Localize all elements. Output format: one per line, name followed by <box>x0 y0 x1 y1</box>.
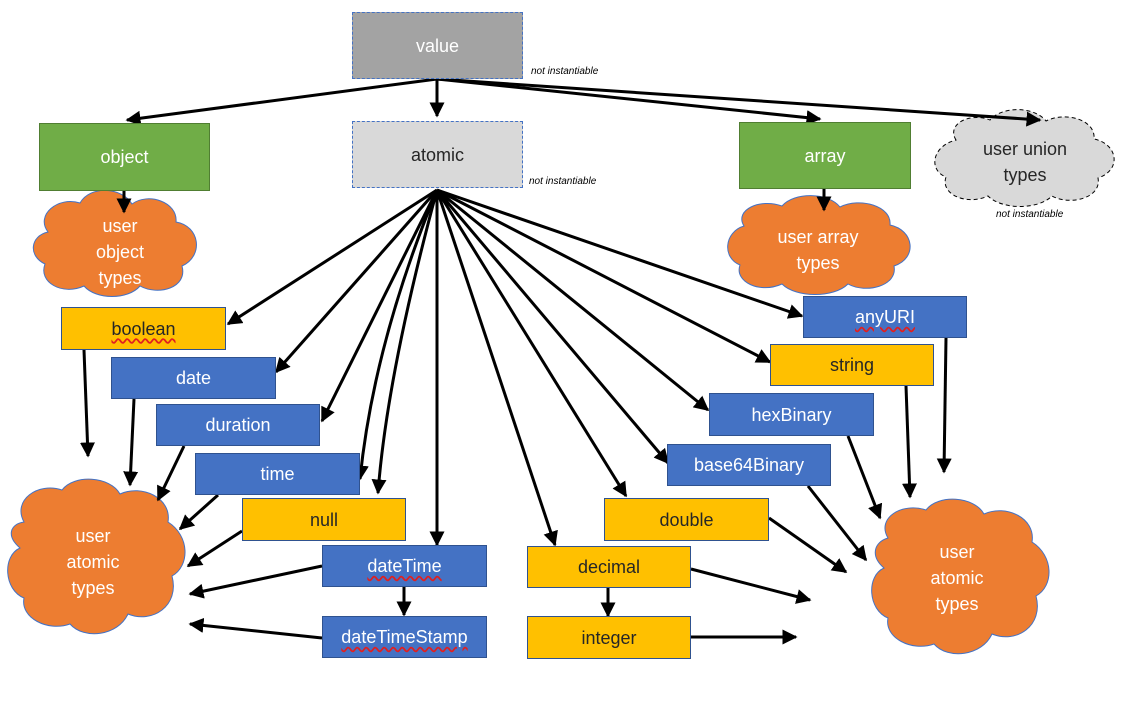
label-user-array-types: user array types <box>777 227 859 273</box>
arrow-atomic-duration <box>320 189 439 423</box>
arrow-atomic-base64 <box>435 189 670 465</box>
label-user-atomic-types-right: user atomic types <box>930 542 984 614</box>
cloud-user-array-types <box>727 195 911 295</box>
node-anyuri: anyURI <box>803 296 967 338</box>
union-not-instantiable-note: not instantiable <box>996 209 1064 220</box>
node-value: value <box>352 12 523 79</box>
arrow-atomic-time <box>353 189 439 481</box>
node-datetime: dateTime <box>322 545 487 587</box>
arrow-atomic-decimal <box>435 189 558 547</box>
arrow-atomic-anyuri <box>436 188 804 319</box>
node-null: null <box>242 498 406 541</box>
node-hexbinary: hexBinary <box>709 393 874 436</box>
node-decimal: decimal <box>527 546 691 588</box>
label-user-union-types: user union types <box>982 139 1068 185</box>
cloud-user-union-types <box>934 109 1115 207</box>
arrow-atomic-boolean <box>226 188 438 326</box>
cloud-arrows-top <box>116 189 832 214</box>
arrow-anyuri-cloud <box>936 337 952 474</box>
node-integer: integer <box>527 616 691 659</box>
arrow-atomic-null <box>371 189 439 495</box>
node-array: array <box>739 122 911 189</box>
node-base64binary: base64Binary <box>667 444 831 486</box>
arrow-time-cloud <box>178 493 220 531</box>
arrow-atomic-string <box>436 188 772 364</box>
arrow-decimal-cloud <box>690 567 812 604</box>
cloud-user-atomic-types-right <box>871 498 1050 655</box>
arrow-double-cloud <box>768 516 848 574</box>
node-time: time <box>195 453 360 495</box>
value-arrows <box>125 77 1042 127</box>
arrow-null-cloud <box>186 529 243 568</box>
cloud-user-atomic-types-left <box>7 478 186 635</box>
arrow-atomic-hexbinary <box>436 188 710 412</box>
node-boolean: boolean <box>61 307 226 350</box>
arrow-date-cloud <box>123 398 139 487</box>
left-cloud-arrows <box>79 349 616 640</box>
arrow-value-union <box>436 77 1042 127</box>
arrow-string-cloud <box>902 385 918 499</box>
value-not-instantiable-note: not instantiable <box>531 66 599 77</box>
cloud-user-object-types <box>32 189 197 297</box>
node-double: double <box>604 498 769 541</box>
atomic-arrows <box>226 188 804 547</box>
arrow-duration-cloud <box>156 445 186 502</box>
arrow-datetime-cloud <box>188 564 323 599</box>
node-duration: duration <box>156 404 320 446</box>
arrow-value-object <box>125 77 438 126</box>
label-boolean: boolean <box>111 318 176 339</box>
label-datetimestamp: dateTimeStamp <box>341 627 468 647</box>
node-atomic: atomic <box>352 121 523 188</box>
arrow-value-array <box>436 77 822 126</box>
arrow-boolean-cloud <box>79 349 95 458</box>
label-anyuri: anyURI <box>854 307 916 327</box>
node-string: string <box>770 344 934 386</box>
arrow-atomic-date <box>274 189 439 374</box>
label-datetime: dateTime <box>367 556 442 576</box>
arrow-atomic-double <box>435 189 628 498</box>
node-date: date <box>111 357 276 399</box>
label-user-atomic-types-left: user atomic types <box>66 526 120 598</box>
node-datetimestamp: dateTimeStamp <box>322 616 487 658</box>
arrow-hexbinary-cloud <box>846 435 883 520</box>
arrow-datetimestamp-cloud <box>188 617 323 640</box>
node-object: object <box>39 123 210 191</box>
atomic-not-instantiable-note: not instantiable <box>529 176 597 187</box>
label-user-object-types: user object types <box>95 216 145 288</box>
arrow-base64-cloud <box>806 485 868 562</box>
right-cloud-arrows <box>690 337 952 645</box>
